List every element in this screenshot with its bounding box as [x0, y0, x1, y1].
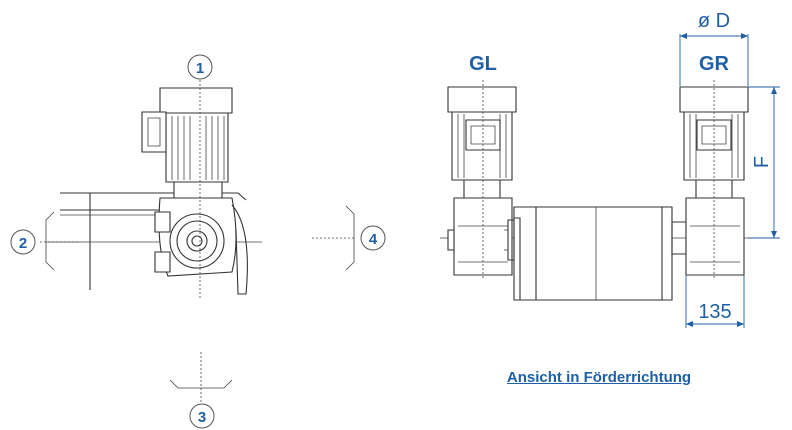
svg-text:2: 2	[19, 235, 27, 252]
position-marker-1: 1	[187, 54, 213, 80]
height-label: F	[751, 156, 773, 168]
position-marker-4: 4	[360, 225, 386, 251]
gr-gearmotor	[679, 80, 749, 280]
gl-label: GL	[469, 53, 497, 75]
position-marker-3: 3	[189, 403, 215, 429]
width-label: 135	[698, 301, 731, 323]
conveying-direction-view: GL GR ø D F 135	[440, 10, 780, 328]
view-caption: Ansicht in Förderrichtung	[506, 369, 692, 386]
gl-gearmotor	[447, 80, 517, 280]
position-marker-2: 2	[10, 229, 36, 255]
mounting-position-view: 1 2 3 4	[10, 54, 386, 429]
gr-label: GR	[699, 53, 730, 75]
svg-text:4: 4	[369, 231, 378, 248]
diameter-label: ø D	[698, 10, 730, 32]
svg-text:3: 3	[198, 409, 206, 426]
svg-text:1: 1	[196, 60, 204, 77]
